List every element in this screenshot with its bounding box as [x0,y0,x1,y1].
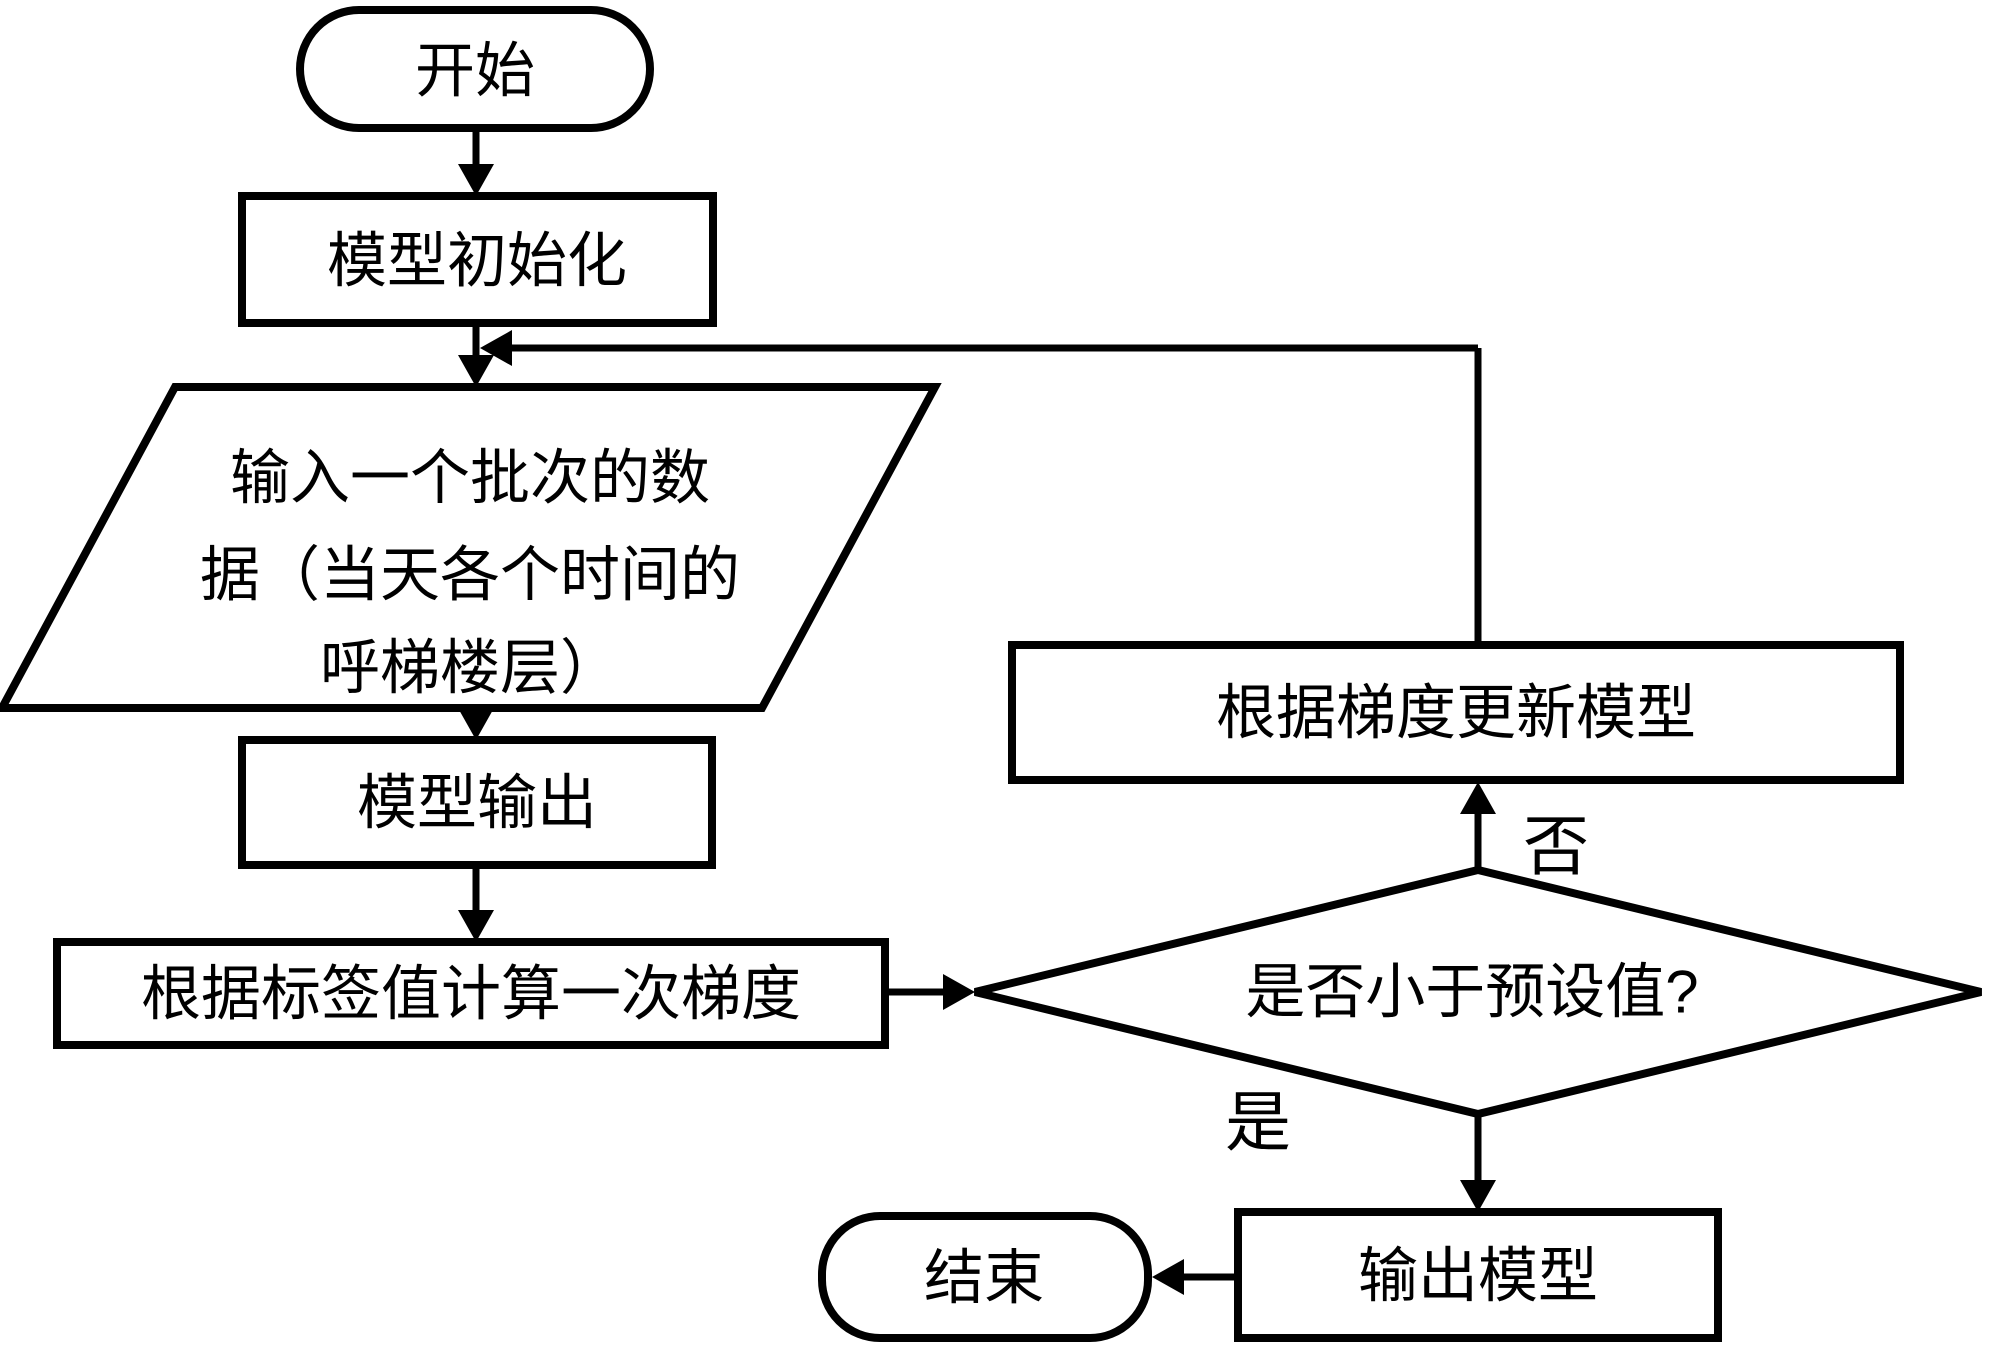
node-input-data: 输入一个批次的数 据（当天各个时间的 呼梯楼层） [0,383,942,712]
arrowhead-down-icon [458,355,494,387]
edge-init-to-input [458,323,494,387]
arrowhead-left-icon [480,330,512,366]
node-input-data-line2: 据（当天各个时间的 [200,542,740,609]
arrowhead-down-icon [458,164,494,196]
edge-decision-no-to-update [1460,782,1496,870]
branch-label-yes: 是 [1225,1085,1291,1159]
node-input-data-line1: 输入一个批次的数 [230,445,710,512]
node-end-label: 结束 [924,1245,1044,1312]
edge-gradient-to-decision [885,974,975,1010]
node-decision-threshold: 是否小于预设值? [974,865,1982,1119]
edge-export-to-end [1152,1259,1238,1295]
arrowhead-right-icon [943,974,975,1010]
edge-output-to-gradient [458,865,494,942]
node-update-model: 根据梯度更新模型 [1008,641,1904,784]
node-model-output-label: 模型输出 [357,770,597,837]
node-compute-gradient: 根据标签值计算一次梯度 [53,938,889,1049]
node-model-output: 模型输出 [238,736,716,869]
node-export-model: 输出模型 [1234,1208,1722,1342]
node-model-init: 模型初始化 [238,192,717,327]
arrowhead-down-icon [1460,1180,1496,1212]
node-start: 开始 [296,6,654,132]
edge-input-to-output [458,708,494,740]
node-input-data-line3: 呼梯楼层） [320,635,620,702]
arrowhead-left-icon [1152,1259,1184,1295]
edge-start-to-init [458,128,494,196]
arrowhead-down-icon [458,708,494,740]
node-export-model-label: 输出模型 [1358,1243,1598,1310]
node-end: 结束 [818,1212,1152,1342]
edge-update-feedback-loop [480,330,1482,645]
node-update-model-label: 根据梯度更新模型 [1216,680,1696,747]
node-start-label: 开始 [415,38,535,105]
arrowhead-down-icon [458,910,494,942]
edge-decision-yes-to-export [1460,1114,1496,1212]
node-decision-threshold-label: 是否小于预设值? [1245,959,1698,1026]
arrowhead-up-icon [1460,782,1496,814]
node-model-init-label: 模型初始化 [327,228,627,295]
branch-label-no: 否 [1523,809,1589,883]
node-compute-gradient-label: 根据标签值计算一次梯度 [141,961,801,1028]
